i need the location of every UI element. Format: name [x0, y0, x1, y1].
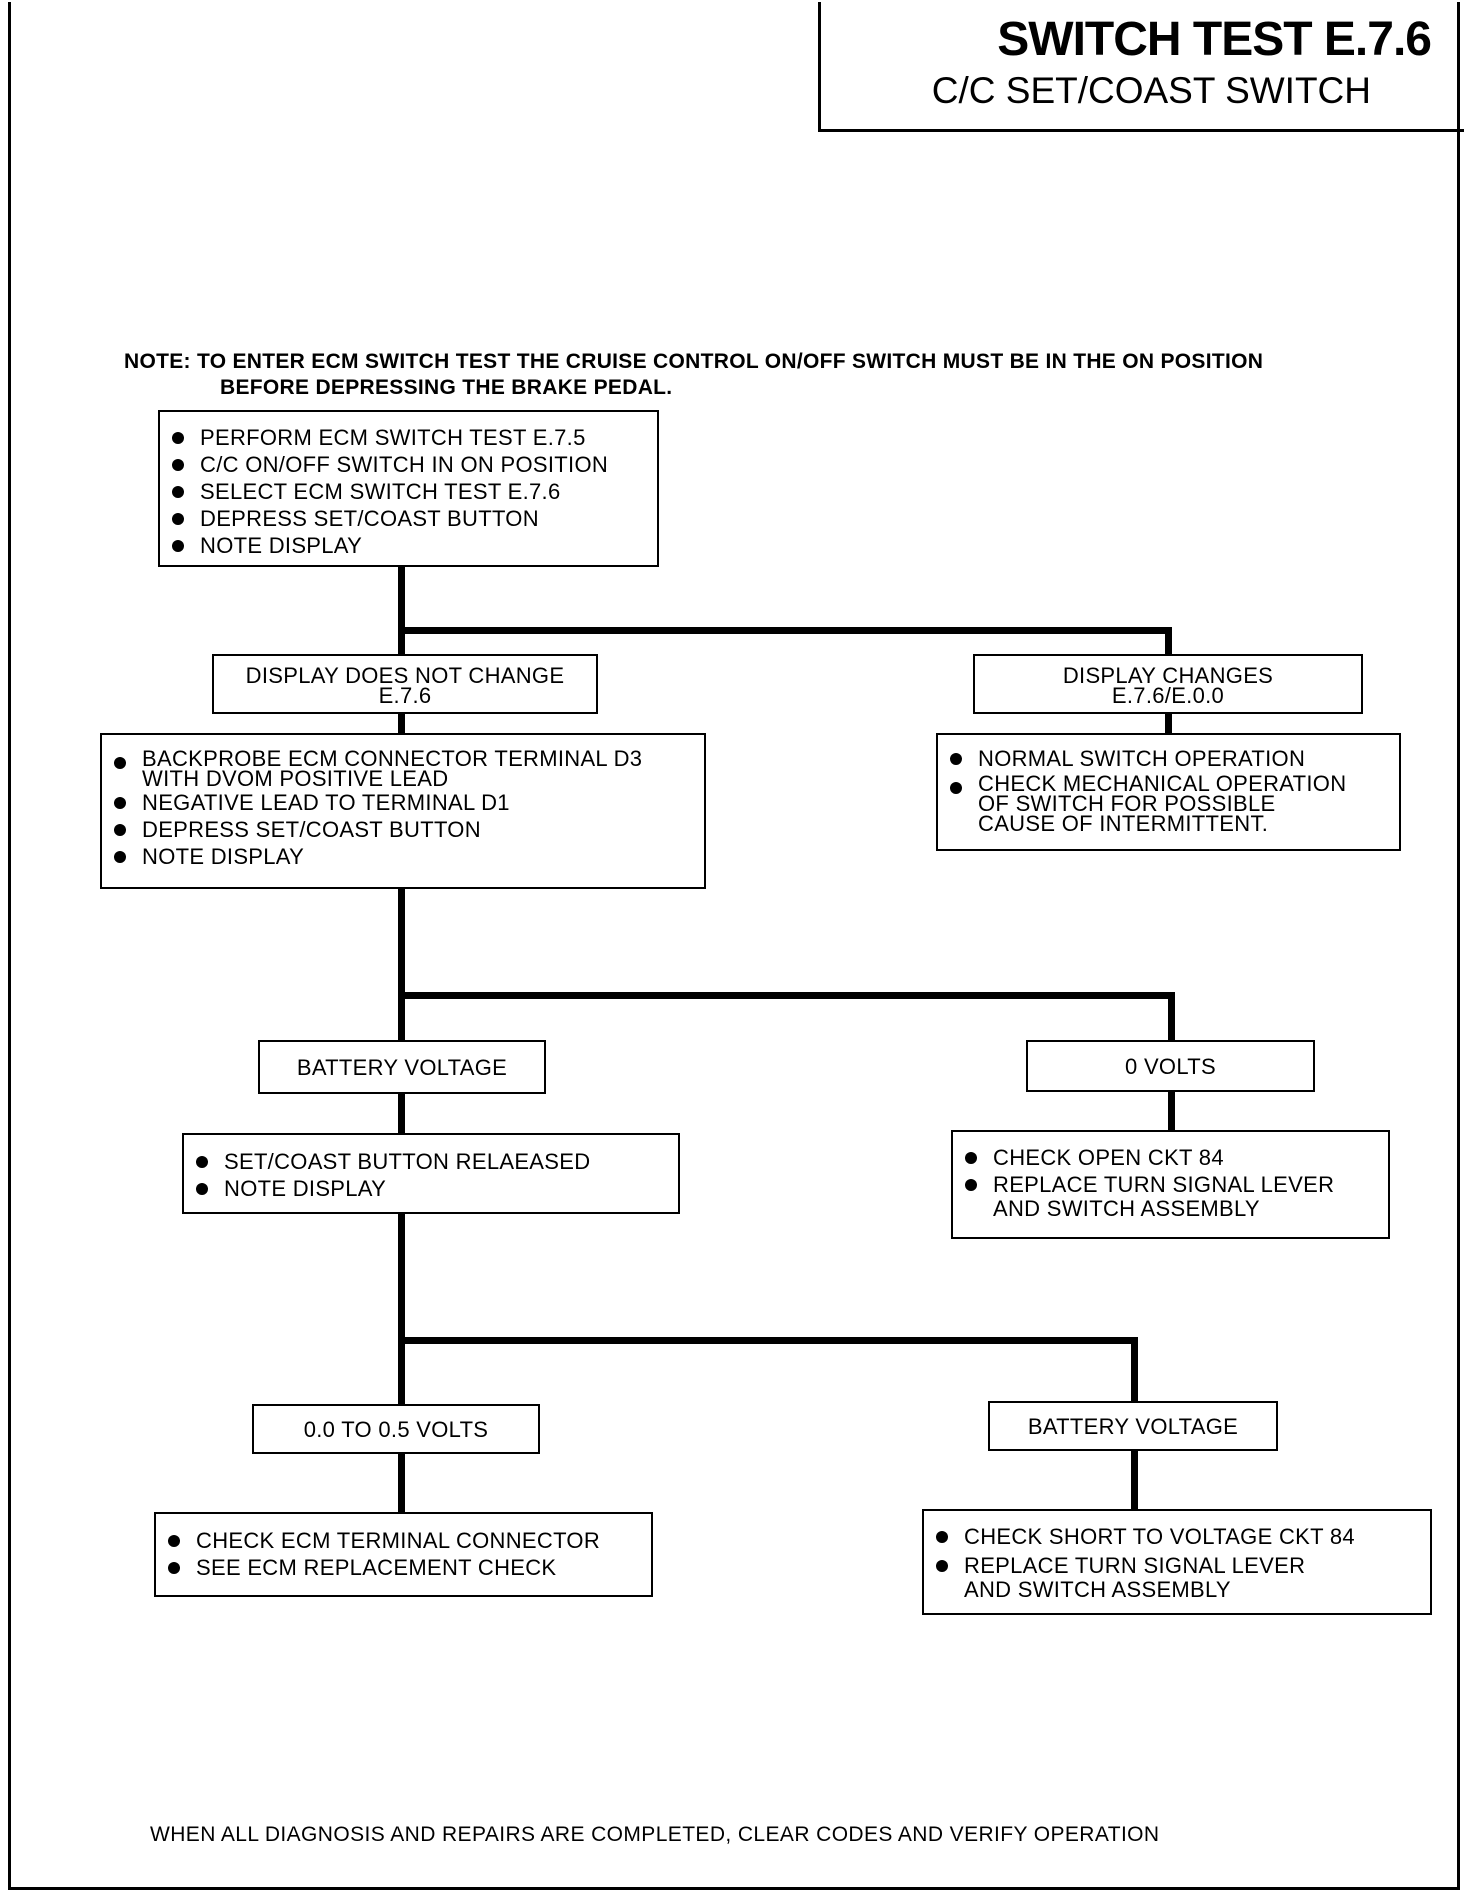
connector-actions2-down [398, 1212, 405, 1405]
bullet-icon [196, 1156, 208, 1168]
result-zero-volts: 0 VOLTS [1026, 1040, 1315, 1092]
chart-title: SWITCH TEST E.7.6 [997, 13, 1432, 66]
short-to-voltage-box: CHECK SHORT TO VOLTAGE CKT 84 REPLACE TU… [922, 1509, 1432, 1615]
bullet-icon [168, 1535, 180, 1547]
bullet-icon [168, 1562, 180, 1574]
list-item: CHECK SHORT TO VOLTAGE CKT 84 [924, 1523, 1430, 1550]
button-released-list: SET/COAST BUTTON RELAEASED NOTE DISPLAY [184, 1148, 678, 1202]
open-circuit-list: CHECK OPEN CKT 84 REPLACE TURN SIGNAL LE… [953, 1144, 1388, 1220]
result-display-changes: DISPLAY CHANGES E.7.6/E.0.0 [973, 654, 1363, 714]
title-block: SWITCH TEST E.7.6 C/C SET/COAST SWITCH [818, 2, 1464, 132]
connector-right1-to-actions [1165, 712, 1172, 734]
ecm-connector-check-list: CHECK ECM TERMINAL CONNECTOR SEE ECM REP… [156, 1527, 651, 1581]
ecm-connector-check-box: CHECK ECM TERMINAL CONNECTOR SEE ECM REP… [154, 1512, 653, 1597]
bullet-icon [114, 824, 126, 836]
normal-operation-box: NORMAL SWITCH OPERATION CHECK MECHANICAL… [936, 733, 1401, 851]
connector-branch2-horizontal [398, 992, 1175, 999]
list-item: NEGATIVE LEAD TO TERMINAL D1 [102, 789, 704, 816]
list-item: PERFORM ECM SWITCH TEST E.7.5 [160, 424, 657, 451]
connector-right2-to-actions [1168, 1090, 1175, 1131]
bullet-icon [172, 513, 184, 525]
bullet-icon [950, 753, 962, 765]
bullet-icon [936, 1560, 948, 1572]
connector-start-down [398, 566, 405, 660]
connector-branch3-horizontal [398, 1337, 1138, 1344]
bullet-icon [114, 851, 126, 863]
start-procedure-box: PERFORM ECM SWITCH TEST E.7.5 C/C ON/OFF… [158, 410, 659, 567]
list-item: NOTE DISPLAY [160, 532, 657, 559]
list-item: NORMAL SWITCH OPERATION [938, 745, 1399, 772]
list-item: SEE ECM REPLACEMENT CHECK [156, 1554, 651, 1581]
connector-branch1-right-down [1165, 627, 1172, 655]
start-procedure-list: PERFORM ECM SWITCH TEST E.7.5 C/C ON/OFF… [160, 424, 657, 559]
bullet-icon [114, 797, 126, 809]
connector-left2-to-actions [398, 1092, 405, 1134]
list-item: CHECK ECM TERMINAL CONNECTOR [156, 1527, 651, 1554]
list-item: C/C ON/OFF SWITCH IN ON POSITION [160, 451, 657, 478]
connector-left3-to-actions [398, 1451, 405, 1513]
list-item: NOTE DISPLAY [184, 1175, 678, 1202]
bullet-icon [172, 486, 184, 498]
list-item: SET/COAST BUTTON RELAEASED [184, 1148, 678, 1175]
result-zero-to-half-volt: 0.0 TO 0.5 VOLTS [252, 1404, 540, 1454]
bullet-icon [172, 459, 184, 471]
list-item: DEPRESS SET/COAST BUTTON [102, 816, 704, 843]
list-item: NOTE DISPLAY [102, 843, 704, 870]
open-circuit-box: CHECK OPEN CKT 84 REPLACE TURN SIGNAL LE… [951, 1130, 1390, 1239]
list-item: DEPRESS SET/COAST BUTTON [160, 505, 657, 532]
bullet-icon [950, 782, 962, 794]
result-battery-voltage-2: BATTERY VOLTAGE [988, 1401, 1278, 1451]
bullet-icon [172, 540, 184, 552]
note-line-1: NOTE: TO ENTER ECM SWITCH TEST THE CRUIS… [124, 350, 1264, 373]
connector-branch1-horizontal [398, 627, 1172, 634]
page-frame [8, 2, 1460, 1890]
footer-instruction: WHEN ALL DIAGNOSIS AND REPAIRS ARE COMPL… [150, 1823, 1160, 1846]
list-item: CHECK OPEN CKT 84 [953, 1144, 1388, 1171]
note-line-2: BEFORE DEPRESSING THE BRAKE PEDAL. [220, 376, 673, 399]
short-to-voltage-list: CHECK SHORT TO VOLTAGE CKT 84 REPLACE TU… [924, 1523, 1430, 1601]
chart-subtitle: C/C SET/COAST SWITCH [931, 70, 1371, 111]
connector-left1-to-actions [398, 712, 405, 735]
result-battery-voltage-1: BATTERY VOLTAGE [258, 1040, 546, 1094]
normal-operation-list: NORMAL SWITCH OPERATION CHECK MECHANICAL… [938, 745, 1399, 835]
bullet-icon [936, 1531, 948, 1543]
bullet-icon [965, 1179, 977, 1191]
bullet-icon [196, 1183, 208, 1195]
bullet-icon [172, 432, 184, 444]
bullet-icon [965, 1152, 977, 1164]
connector-branch3-right-down [1131, 1337, 1138, 1402]
connector-branch2-right-down [1168, 992, 1175, 1040]
list-item: SELECT ECM SWITCH TEST E.7.6 [160, 478, 657, 505]
connector-right3-to-actions [1131, 1449, 1138, 1510]
result-display-does-not-change: DISPLAY DOES NOT CHANGE E.7.6 [212, 654, 598, 714]
connector-actions1-down [398, 887, 405, 1040]
button-released-box: SET/COAST BUTTON RELAEASED NOTE DISPLAY [182, 1133, 680, 1214]
bullet-icon [114, 757, 126, 769]
